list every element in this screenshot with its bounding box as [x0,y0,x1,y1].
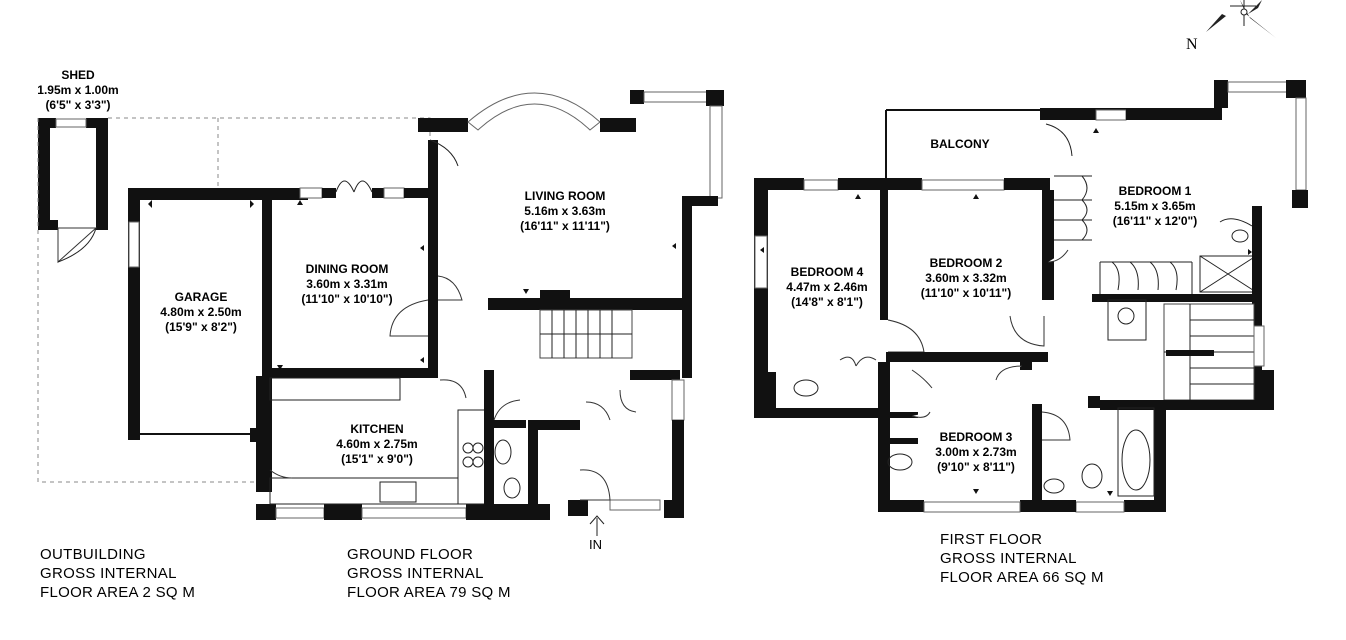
room-imperial: (16'11" x 11'11") [520,219,610,233]
footer-line: GROSS INTERNAL [40,565,177,582]
ground-stairs [539,309,633,359]
compass-rose-icon [1206,0,1276,38]
room-metric: 3.00m x 2.73m [935,445,1017,459]
footer-line: GROUND FLOOR [347,546,474,563]
entrance-label: IN [589,537,602,552]
room-label-bedroom3: BEDROOM 3 3.00m x 2.73m (9'10" x 8'11") [918,430,1034,475]
room-metric: 4.47m x 2.46m [786,280,868,294]
room-metric: 4.60m x 2.75m [336,437,418,451]
room-metric: 3.60m x 3.31m [306,277,388,291]
room-label-balcony: BALCONY [910,137,1010,152]
footer-line: GROSS INTERNAL [347,565,484,582]
room-name: LIVING ROOM [524,189,606,203]
room-name: BEDROOM 4 [790,265,864,279]
footer-line: OUTBUILDING [40,546,146,563]
room-label-living: LIVING ROOM 5.16m x 3.63m (16'11" x 11'1… [490,189,640,234]
room-label-shed: SHED 1.95m x 1.00m (6'5" x 3'3") [28,68,128,113]
room-name: BEDROOM 2 [929,256,1003,270]
room-label-kitchen: KITCHEN 4.60m x 2.75m (15'1" x 9'0") [312,422,442,467]
room-metric: 5.16m x 3.63m [524,204,606,218]
room-label-dining: DINING ROOM 3.60m x 3.31m (11'10" x 10'1… [276,262,418,307]
first-floor-stairs [1163,303,1255,401]
room-metric: 3.60m x 3.32m [925,271,1007,285]
room-name: BEDROOM 3 [939,430,1013,444]
room-imperial: (9'10" x 8'11") [937,460,1015,474]
first-floor-walls [754,80,1308,513]
room-metric: 1.95m x 1.00m [37,83,119,97]
room-name: SHED [61,68,95,82]
room-imperial: (14'8" x 8'1") [791,295,863,309]
ground-floor-walls [128,90,724,536]
room-name: BEDROOM 1 [1118,184,1192,198]
room-label-bedroom4: BEDROOM 4 4.47m x 2.46m (14'8" x 8'1") [772,265,882,310]
room-metric: 4.80m x 2.50m [160,305,242,319]
room-name: DINING ROOM [305,262,389,276]
room-label-bedroom2: BEDROOM 2 3.60m x 3.32m (11'10" x 10'11"… [896,256,1036,301]
footer-ground-floor: GROUND FLOOR GROSS INTERNAL FLOOR AREA 7… [347,545,511,602]
room-label-bedroom1: BEDROOM 1 5.15m x 3.65m (16'11" x 12'0") [1090,184,1220,229]
footer-first-floor: FIRST FLOOR GROSS INTERNAL FLOOR AREA 66… [940,530,1104,587]
room-metric: 5.15m x 3.65m [1114,199,1196,213]
shed-plan [38,118,108,264]
room-imperial: (15'9" x 8'2") [165,320,237,334]
room-imperial: (16'11" x 12'0") [1112,214,1198,228]
room-imperial: (15'1" x 9'0") [341,452,413,466]
footer-line: FLOOR AREA 2 SQ M [40,584,196,601]
room-name: KITCHEN [350,422,404,436]
room-imperial: (11'10" x 10'11") [920,286,1012,300]
room-imperial: (11'10" x 10'10") [301,292,393,306]
footer-outbuilding: OUTBUILDING GROSS INTERNAL FLOOR AREA 2 … [40,545,195,602]
room-imperial: (6'5" x 3'3") [45,98,111,112]
room-label-garage: GARAGE 4.80m x 2.50m (15'9" x 8'2") [140,290,262,335]
footer-line: FIRST FLOOR [940,531,1043,548]
compass-north-label: N [1186,36,1198,53]
footer-line: FLOOR AREA 66 SQ M [940,569,1104,586]
footer-line: FLOOR AREA 79 SQ M [347,584,511,601]
footer-line: GROSS INTERNAL [940,550,1077,567]
room-name: GARAGE [174,290,228,304]
room-name: BALCONY [930,137,990,151]
